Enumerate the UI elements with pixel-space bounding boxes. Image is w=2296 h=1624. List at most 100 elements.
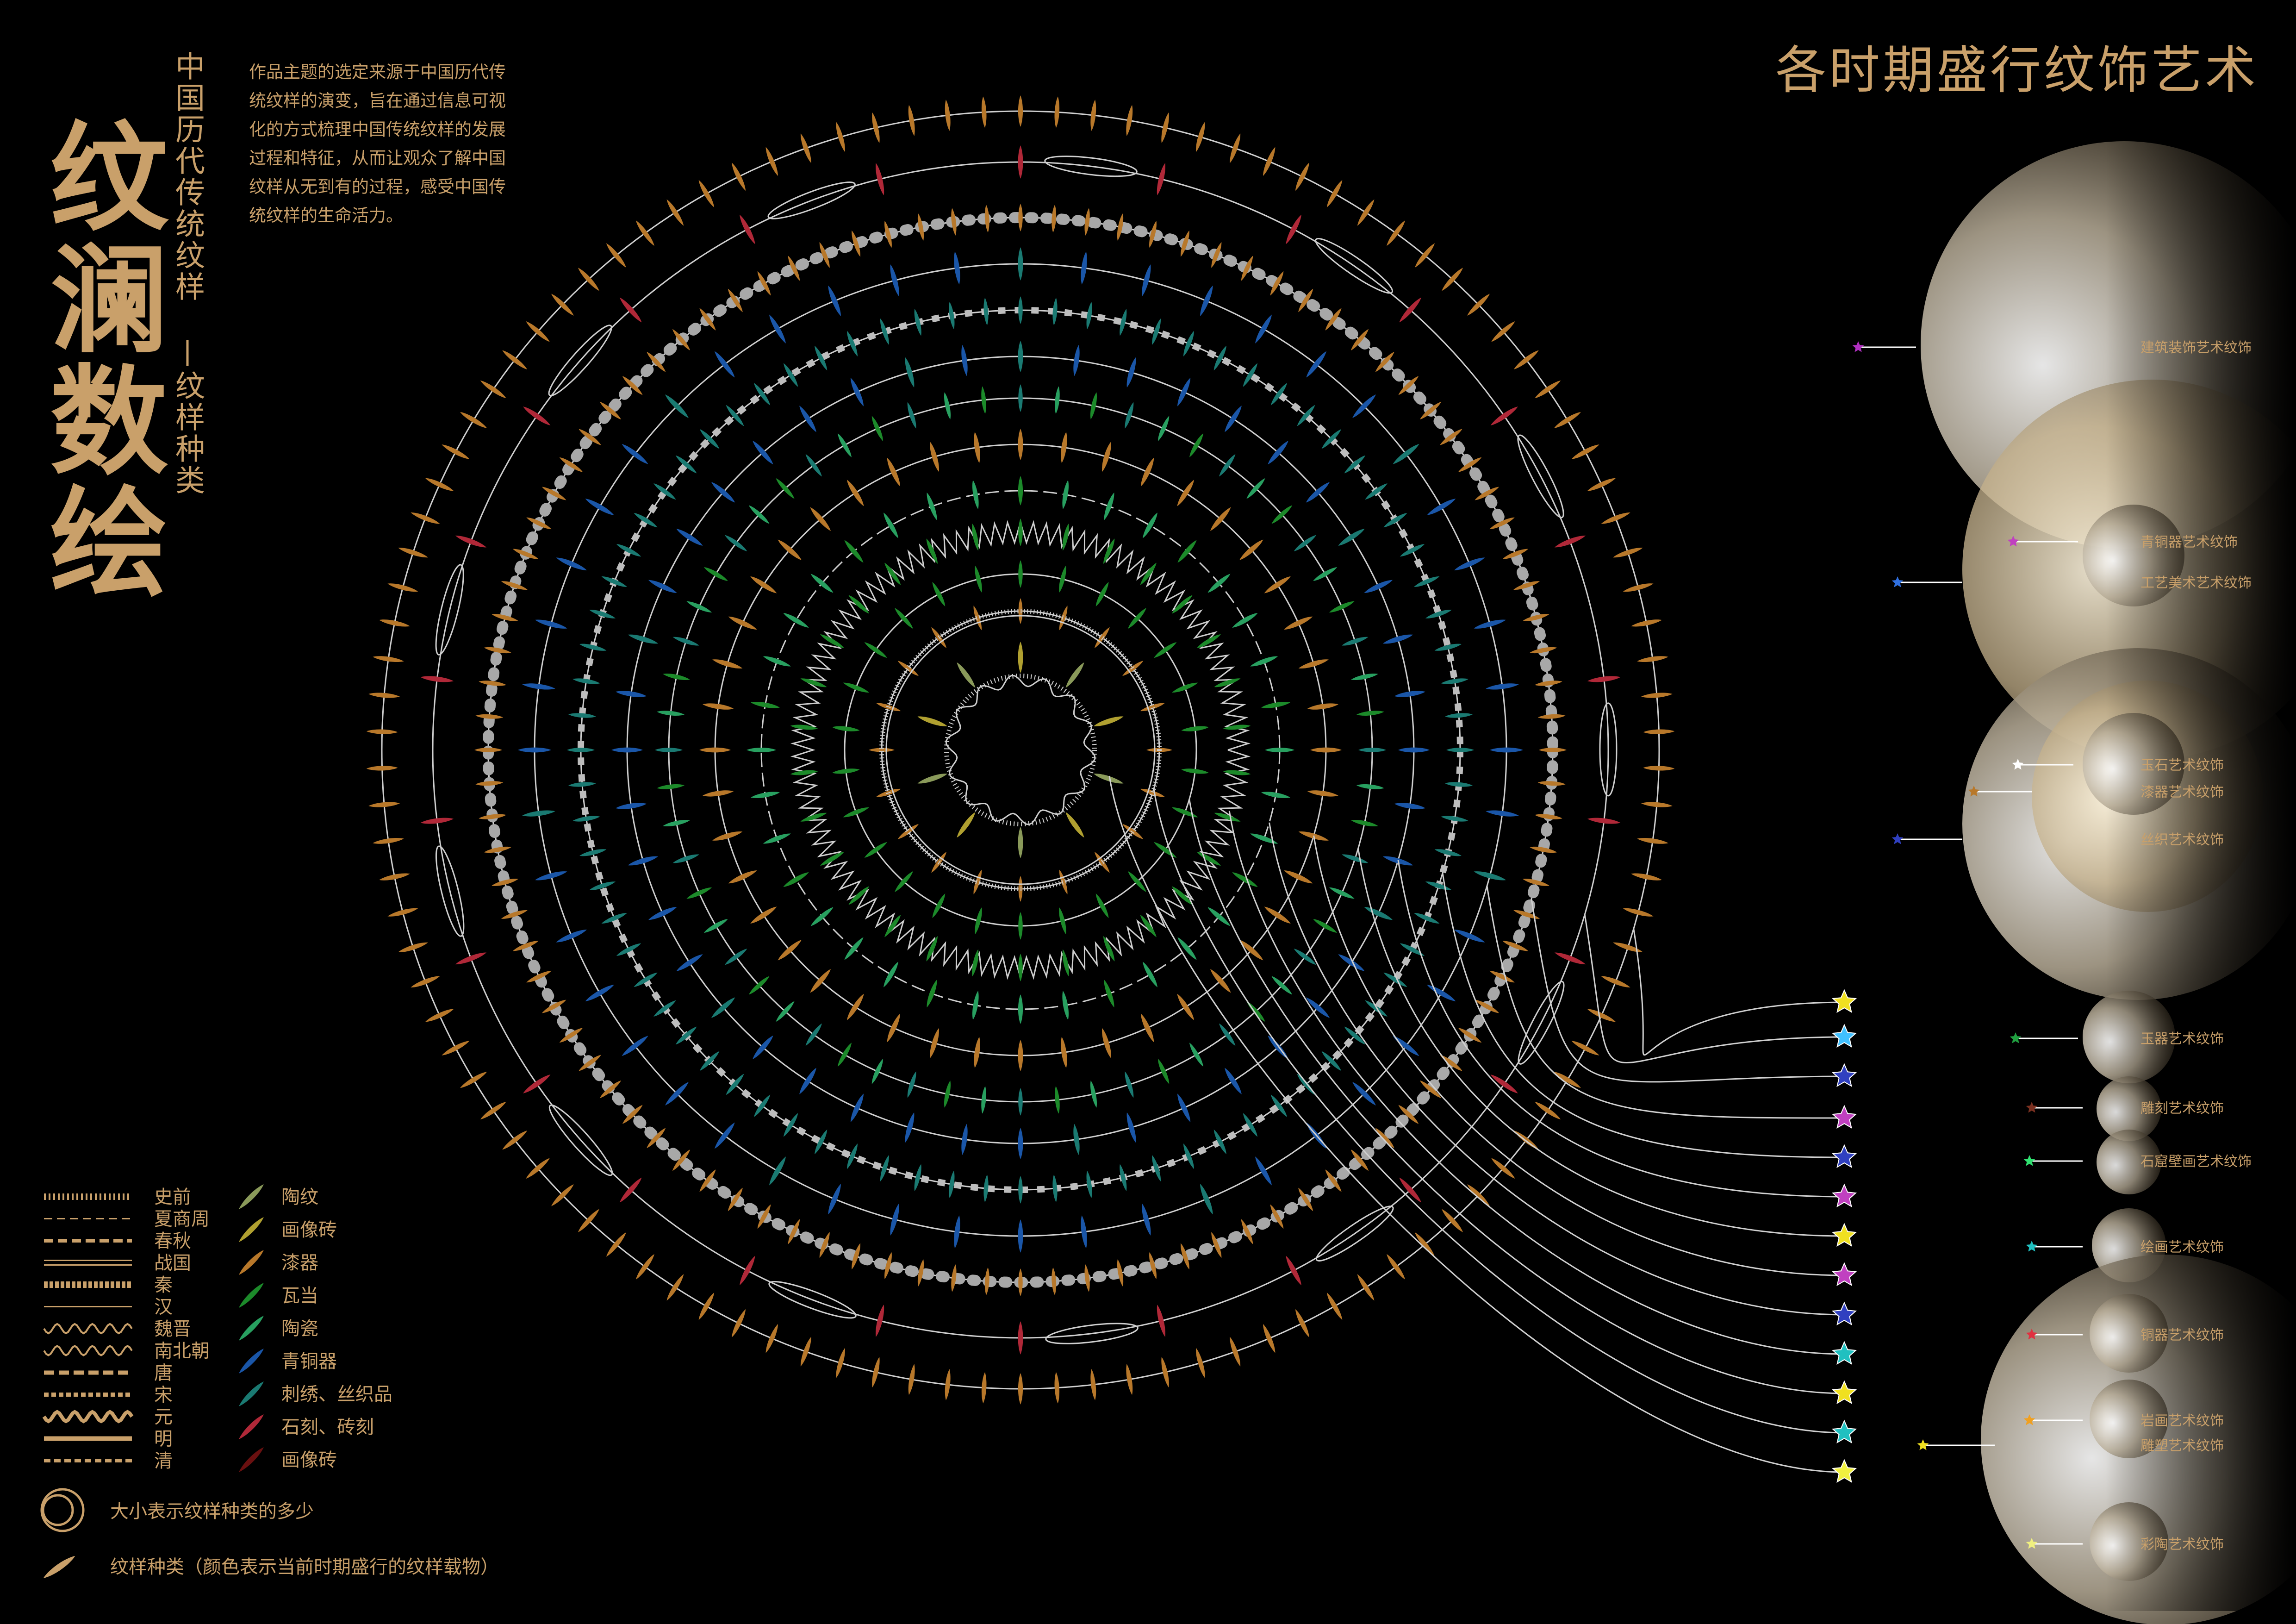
legend-carrier-label: 画像砖 xyxy=(281,1449,337,1471)
pattern-leaf xyxy=(834,121,847,153)
pattern-leaf xyxy=(1171,681,1199,695)
art-star-icon xyxy=(2023,1155,2035,1166)
pattern-leaf xyxy=(1270,974,1294,997)
pattern-leaf xyxy=(674,1024,698,1047)
period-ring xyxy=(366,95,1675,1405)
pattern-leaf xyxy=(1053,1372,1060,1404)
legend-carrier-label: 漆器 xyxy=(281,1252,318,1274)
pattern-leaf xyxy=(1018,876,1023,902)
pattern-leaf xyxy=(1490,747,1523,753)
pattern-leaf xyxy=(797,1066,819,1096)
art-star-icon xyxy=(2007,536,2019,547)
pattern-leaf xyxy=(1051,1267,1057,1295)
period-tail-line xyxy=(1188,799,1845,1394)
pattern-leaf xyxy=(1155,1304,1168,1338)
pattern-leaf xyxy=(888,263,902,297)
period-tail-line xyxy=(1313,835,1845,1276)
carrier-leaf-icon xyxy=(237,1248,266,1277)
pattern-leaf xyxy=(1018,204,1023,231)
pattern-leaf xyxy=(441,1038,471,1058)
art-star-icon xyxy=(1892,576,1904,587)
pattern-leaf xyxy=(711,829,743,843)
legend-period: 南北朝 xyxy=(43,1341,210,1362)
pattern-leaf xyxy=(647,905,678,923)
pattern-leaf xyxy=(1124,1112,1139,1143)
pattern-leaf xyxy=(711,657,743,671)
pattern-leaf xyxy=(809,572,835,595)
pattern-leaf xyxy=(1018,954,1023,981)
pattern-leaf xyxy=(611,747,643,753)
pattern-leaf xyxy=(1622,581,1654,594)
pattern-leaf xyxy=(387,906,419,919)
pattern-leaf xyxy=(884,1012,902,1043)
pattern-leaf xyxy=(774,476,796,500)
pattern-leaf xyxy=(1537,780,1566,787)
period-star-icon xyxy=(1831,1105,1857,1129)
period-star-icon xyxy=(1831,1223,1857,1247)
pattern-leaf xyxy=(942,1080,952,1108)
pattern-leaf xyxy=(634,1252,656,1281)
pattern-leaf xyxy=(751,439,775,466)
pattern-leaf xyxy=(1325,1291,1344,1321)
pattern-leaf xyxy=(729,161,748,192)
pattern-leaf xyxy=(1413,242,1437,269)
legend-period: 春秋 xyxy=(44,1230,191,1252)
pattern-leaf xyxy=(1385,219,1407,248)
period-tail-line xyxy=(1486,886,1845,1119)
pattern-leaf xyxy=(1018,247,1023,281)
pattern-leaf xyxy=(1643,765,1675,771)
pattern-leaf xyxy=(749,574,778,596)
pattern-leaf xyxy=(685,885,713,901)
pattern-leaf xyxy=(617,295,644,324)
pattern-leaf xyxy=(1093,714,1125,729)
period-star-icon xyxy=(1831,1419,1857,1444)
legend-carrier-label: 瓦当 xyxy=(281,1285,318,1306)
pattern-leaf xyxy=(1440,266,1465,293)
pattern-leaf xyxy=(1123,401,1136,430)
period-ring xyxy=(567,296,1474,1204)
ring-line xyxy=(432,161,1609,1339)
pattern-leaf xyxy=(767,1155,788,1187)
pattern-leaf xyxy=(1489,404,1519,428)
art-label-text: 岩画艺术纹饰 xyxy=(2140,1413,2224,1429)
legend-carrier-label: 石刻、砖刻 xyxy=(281,1417,374,1438)
pattern-leaf xyxy=(479,378,508,400)
pattern-leaf xyxy=(1310,747,1342,753)
ring-ellipse xyxy=(435,845,465,937)
legend-carrier: 瓦当 xyxy=(237,1281,318,1310)
legend-period-label: 战国 xyxy=(154,1253,191,1274)
legend-period: 明 xyxy=(44,1429,173,1450)
pattern-leaf xyxy=(781,362,800,388)
pattern-leaf xyxy=(1328,885,1356,901)
pattern-leaf xyxy=(1018,1128,1023,1159)
pattern-leaf xyxy=(1385,1252,1407,1281)
pattern-leaf xyxy=(1051,205,1057,233)
pattern-leaf xyxy=(424,1006,455,1024)
pattern-leaf xyxy=(1612,545,1644,560)
pattern-leaf xyxy=(1171,805,1199,819)
pattern-leaf xyxy=(703,565,729,583)
ring-ellipse xyxy=(1517,434,1564,518)
art-label-item: 建筑装饰艺术纹饰 xyxy=(1852,340,2252,356)
art-label-item: 岩画艺术纹饰 xyxy=(2023,1413,2224,1429)
pattern-leaf xyxy=(737,1255,758,1287)
pattern-leaf xyxy=(1198,284,1215,318)
legend-carrier: 画像砖 xyxy=(237,1445,337,1474)
pattern-leaf xyxy=(1293,1308,1312,1339)
period-ring xyxy=(420,145,1621,1355)
legend-period-label: 春秋 xyxy=(154,1230,191,1252)
period-star-icon xyxy=(1831,1380,1857,1405)
pattern-leaf xyxy=(1139,456,1157,487)
pattern-leaf xyxy=(1570,442,1600,462)
pattern-leaf xyxy=(685,599,713,615)
pattern-leaf xyxy=(870,112,882,144)
pattern-leaf xyxy=(924,979,940,1009)
pattern-leaf xyxy=(1064,811,1086,839)
pattern-leaf xyxy=(1382,970,1409,989)
pattern-leaf xyxy=(379,618,411,629)
pattern-leaf xyxy=(981,1372,988,1404)
pattern-leaf xyxy=(1176,538,1199,564)
pattern-leaf xyxy=(1018,296,1023,324)
pattern-leaf xyxy=(1312,917,1338,935)
pattern-leaf xyxy=(1350,672,1379,682)
